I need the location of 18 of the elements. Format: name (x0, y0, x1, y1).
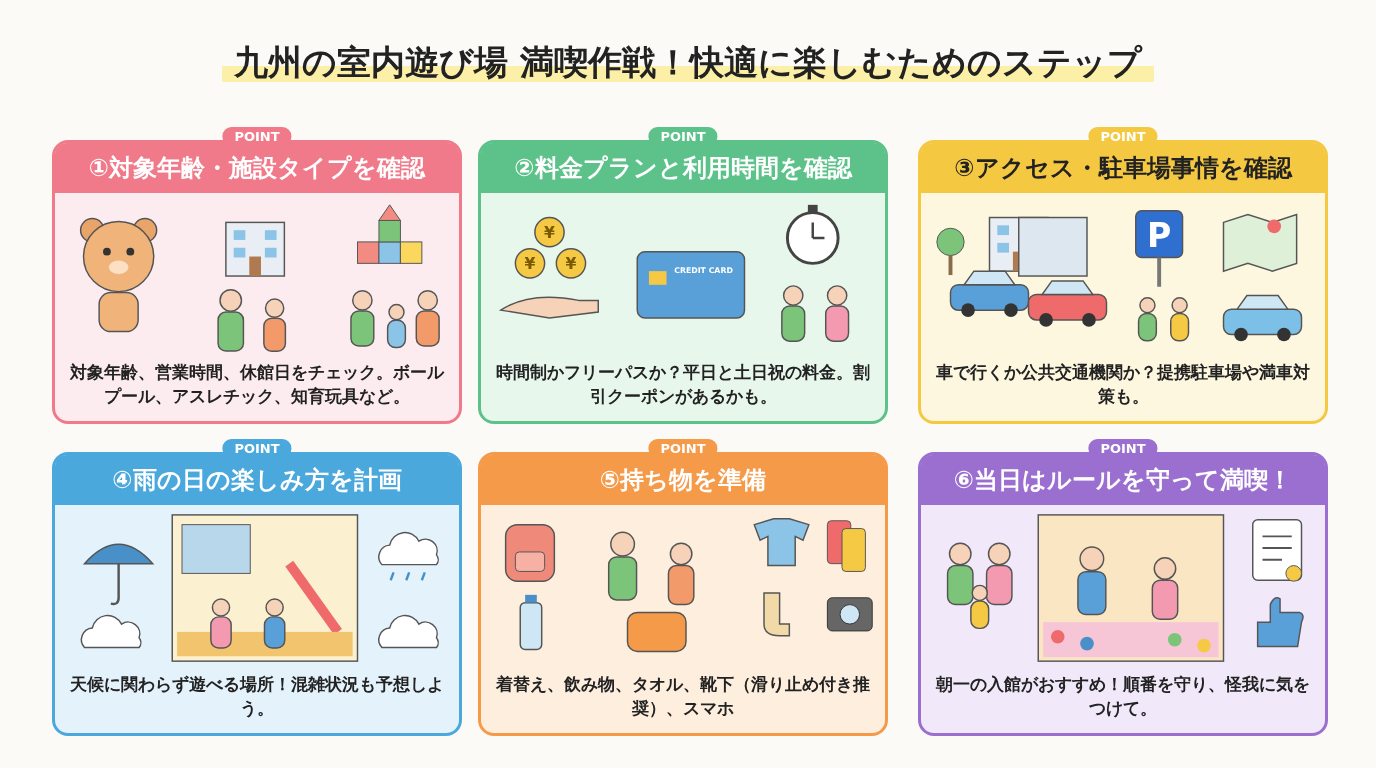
page-title: 九州の室内遊び場 満喫作戦！快適に楽しむためのステップ (222, 42, 1154, 82)
step-heading: ⑥当日はルールを守って満喫！ (953, 465, 1293, 496)
parking-sign-label: P (1147, 215, 1172, 255)
step-heading: ④雨の日の楽しみ方を計画 (112, 465, 402, 496)
step-description: 対象年齢、営業時間、休館日をチェック。ボールプール、アスレチック、知育玩具など。 (69, 360, 445, 409)
yen-sign: ¥ (565, 255, 577, 274)
step-description: 車で行くか公共交通機関か？提携駐車場や満車対策も。 (935, 360, 1311, 409)
step-heading: ①対象年齢・施設タイプを確認 (88, 153, 426, 184)
step-description: 時間制かフリーパスか？平日と土日祝の料金。割引クーポンがあるかも。 (495, 360, 871, 409)
step-heading: ②料金プランと利用時間を確認 (514, 153, 852, 184)
step-heading: ③アクセス・駐車場事情を確認 (954, 153, 1292, 184)
step-description: 天候に関わらず遊べる場所！混雑状況も予想しよう。 (69, 672, 445, 721)
step-heading: ⑤持ち物を準備 (599, 465, 767, 496)
step-description: 朝一の入館がおすすめ！順番を守り、怪我に気をつけて。 (935, 672, 1311, 721)
step-description: 着替え、飲み物、タオル、靴下（滑り止め付き推奨）、スマホ (495, 672, 871, 721)
yen-sign: ¥ (524, 255, 536, 274)
yen-sign: ¥ (544, 224, 555, 242)
card-label: CREDIT CARD (674, 266, 733, 276)
